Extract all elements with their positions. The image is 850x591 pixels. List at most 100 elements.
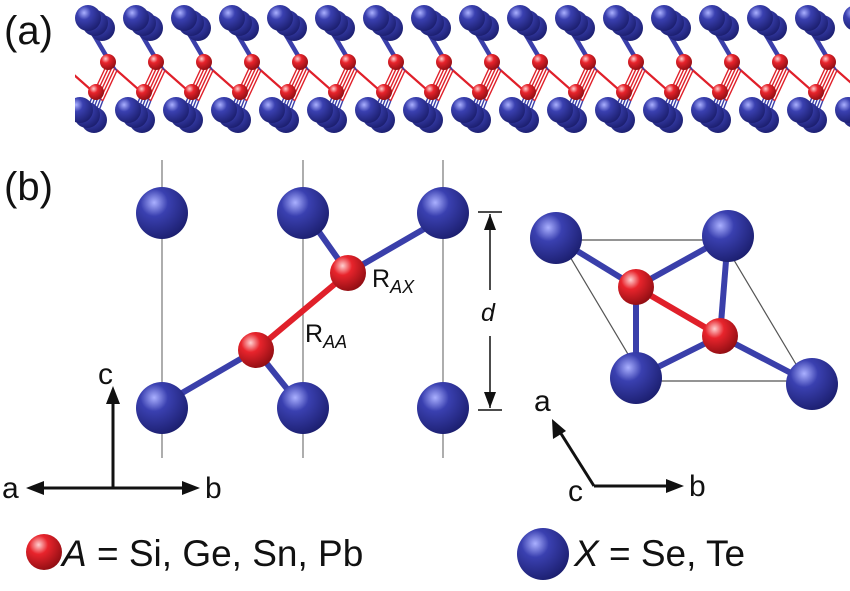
a-atom xyxy=(40,84,56,100)
bond-line xyxy=(43,99,53,125)
x-atom xyxy=(843,6,850,30)
bond-line xyxy=(50,66,64,96)
a-atom xyxy=(712,84,728,100)
bond-line xyxy=(46,62,60,92)
a-atom xyxy=(330,255,366,291)
x-atom xyxy=(787,97,813,123)
r-aa-annotation: RAA xyxy=(305,320,347,352)
a-atom xyxy=(472,84,488,100)
bond-line xyxy=(582,70,598,102)
x-atom xyxy=(739,97,765,123)
bond-line xyxy=(40,96,50,122)
x-atom xyxy=(702,210,754,262)
bond-line xyxy=(390,70,406,102)
a-atom xyxy=(388,54,404,70)
bond-line xyxy=(38,94,48,120)
a-atom xyxy=(760,84,776,100)
a-atom xyxy=(232,84,248,100)
x-atom xyxy=(610,352,662,404)
x-atom xyxy=(451,97,477,123)
a-atom xyxy=(436,54,452,70)
x-atom xyxy=(530,212,582,264)
a-atom xyxy=(196,54,212,70)
x-atom xyxy=(123,5,149,31)
a-atom xyxy=(136,84,152,100)
x-atom xyxy=(259,97,285,123)
x-atom xyxy=(267,5,293,31)
bond-line xyxy=(102,70,118,102)
top-axis-a-label: a xyxy=(534,385,551,418)
x-atom xyxy=(555,5,581,31)
side-axis-a-label: a xyxy=(2,472,19,505)
a-atom xyxy=(340,54,356,70)
bond-a-a xyxy=(253,270,351,353)
bond-line xyxy=(630,70,646,102)
x-atom xyxy=(211,97,237,123)
bond-line xyxy=(53,69,67,99)
x-atom xyxy=(136,382,188,434)
x-atom xyxy=(115,97,141,123)
a-atom xyxy=(376,84,392,100)
x-atom xyxy=(603,5,629,31)
x-atom xyxy=(507,5,533,31)
legend: A = Si, Ge, Sn, Pb X = Se, Te xyxy=(26,528,745,580)
legend-x-atom-icon xyxy=(517,528,569,580)
a-atom xyxy=(424,84,440,100)
a-atom xyxy=(292,54,308,70)
bond-line xyxy=(438,70,454,102)
bond-line xyxy=(774,70,790,102)
x-atom xyxy=(75,97,93,123)
x-atom xyxy=(691,97,717,123)
x-atom xyxy=(277,382,329,434)
x-atom xyxy=(33,107,59,133)
x-atom xyxy=(459,5,485,31)
bond-line xyxy=(534,70,550,102)
x-atom xyxy=(19,97,45,123)
bond-line xyxy=(822,70,838,102)
x-atom xyxy=(355,97,381,123)
x-atom xyxy=(795,5,821,31)
bond-line xyxy=(198,70,214,102)
x-atom xyxy=(163,97,189,123)
bond-line xyxy=(294,70,310,102)
x-atom xyxy=(835,97,850,123)
panel-b-label: (b) xyxy=(4,165,53,209)
x-atom xyxy=(26,102,52,128)
r-ax-annotation: RAX xyxy=(372,265,415,297)
a-atom xyxy=(148,54,164,70)
x-atom xyxy=(277,187,329,239)
a-atom xyxy=(100,54,116,70)
top-view-structure xyxy=(530,210,838,410)
bond-line xyxy=(836,70,850,84)
x-atom xyxy=(403,97,429,123)
panel-a-structure-slab xyxy=(19,5,850,133)
a-atom xyxy=(244,54,260,70)
side-view-structure xyxy=(136,160,469,458)
a-atom xyxy=(618,269,654,305)
x-atom xyxy=(699,5,725,31)
a-atom xyxy=(808,84,824,100)
legend-x-text: X = Se, Te xyxy=(573,533,745,574)
legend-a-atom-icon xyxy=(26,534,62,570)
panel-a-label: (a) xyxy=(4,9,53,53)
x-atom xyxy=(643,97,669,123)
x-atom xyxy=(75,5,101,31)
d-label: d xyxy=(481,299,496,327)
x-atom xyxy=(411,5,437,31)
x-atom xyxy=(136,187,188,239)
side-axis-b-label: b xyxy=(205,472,222,505)
bond-line xyxy=(726,70,742,102)
x-atom xyxy=(417,187,469,239)
bond-line xyxy=(55,71,69,101)
bond-line xyxy=(48,64,62,94)
bond-line xyxy=(246,70,262,102)
x-atom xyxy=(499,97,525,123)
x-atom xyxy=(171,5,197,31)
x-atom xyxy=(786,358,838,410)
bond-line xyxy=(150,70,166,102)
top-view-axes xyxy=(552,419,684,493)
a-atom xyxy=(238,332,274,368)
x-atom xyxy=(315,5,341,31)
a-atom xyxy=(568,84,584,100)
